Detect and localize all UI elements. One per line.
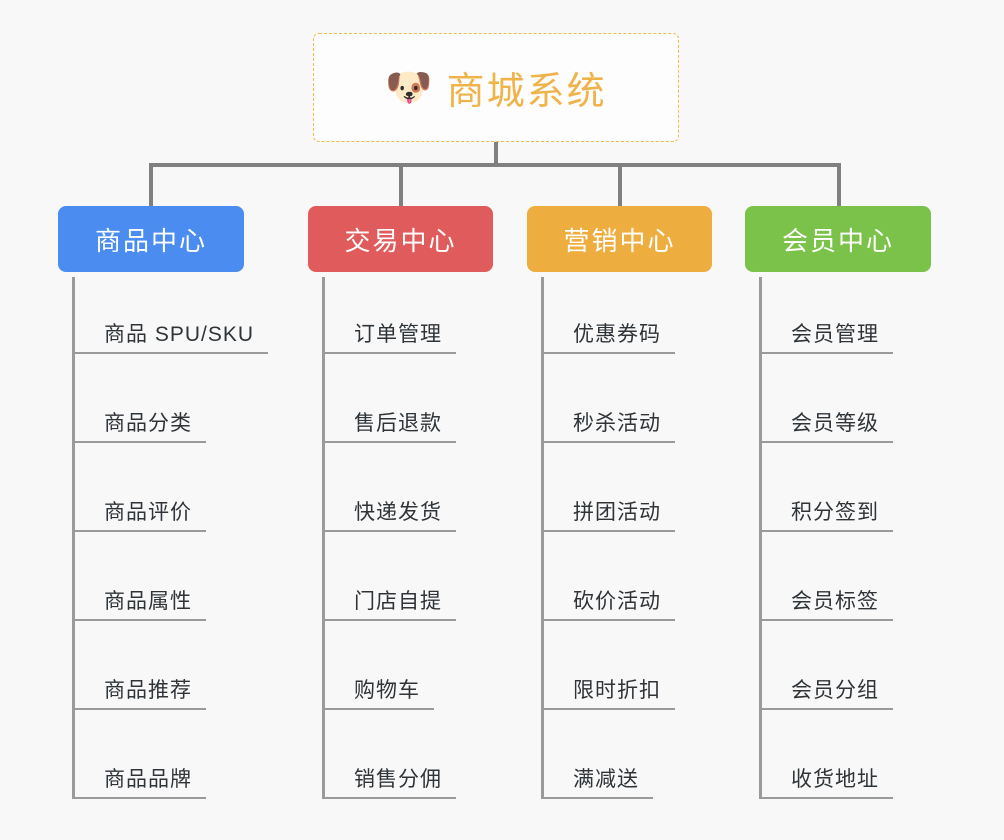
leaf-item-underline — [541, 530, 675, 532]
leaf-item-label: 商品属性 — [104, 590, 192, 613]
leaf-item-underline — [72, 530, 206, 532]
leaf-item-underline — [322, 530, 456, 532]
leaf-item-underline — [541, 797, 653, 799]
connector-drop-3 — [618, 163, 622, 208]
root-title: 商城系统 — [446, 71, 607, 113]
leaf-item-underline — [541, 619, 675, 621]
branch-trunk-2 — [322, 277, 325, 799]
leaf-item-underline — [322, 797, 456, 799]
leaf-item-label: 收货地址 — [791, 768, 879, 791]
connector-root-stem — [494, 142, 498, 166]
leaf-item-label: 限时折扣 — [573, 679, 661, 702]
category-header-3[interactable]: 营销中心 — [527, 206, 712, 272]
leaf-item-underline — [759, 619, 893, 621]
leaf-item-label: 商品推荐 — [104, 679, 192, 702]
leaf-item-label: 门店自提 — [354, 590, 442, 613]
leaf-item-underline — [72, 708, 206, 710]
leaf-item-underline — [72, 797, 206, 799]
leaf-item-label: 砍价活动 — [573, 590, 661, 613]
leaf-item-label: 会员管理 — [791, 323, 879, 346]
connector-drop-1 — [149, 163, 153, 208]
leaf-item-label: 会员分组 — [791, 679, 879, 702]
category-header-label: 营销中心 — [563, 225, 676, 256]
leaf-item-label: 商品分类 — [104, 412, 192, 435]
leaf-item-underline — [541, 441, 675, 443]
category-header-label: 会员中心 — [781, 225, 894, 256]
root-node[interactable]: 🐶 商城系统 — [313, 33, 679, 142]
connector-drop-4 — [837, 163, 841, 208]
leaf-item-label: 购物车 — [354, 679, 420, 702]
category-header-1[interactable]: 商品中心 — [58, 206, 244, 272]
leaf-item-underline — [759, 530, 893, 532]
leaf-item-label: 销售分佣 — [354, 768, 442, 791]
branch-trunk-1 — [72, 277, 75, 799]
connector-horizontal-bus — [150, 163, 840, 167]
category-header-4[interactable]: 会员中心 — [745, 206, 931, 272]
branch-trunk-3 — [541, 277, 544, 799]
leaf-item-label: 快递发货 — [354, 501, 442, 524]
leaf-item-underline — [541, 352, 675, 354]
leaf-item-label: 会员标签 — [791, 590, 879, 613]
leaf-item-underline — [322, 708, 434, 710]
category-header-label: 商品中心 — [94, 225, 207, 256]
leaf-item-underline — [759, 708, 893, 710]
leaf-item-underline — [759, 797, 893, 799]
connector-drop-2 — [399, 163, 403, 208]
leaf-item-underline — [759, 352, 893, 354]
leaf-item-label: 优惠券码 — [573, 323, 661, 346]
leaf-item-label: 商品 SPU/SKU — [104, 323, 255, 346]
leaf-item-label: 售后退款 — [354, 412, 442, 435]
leaf-item-label: 商品评价 — [104, 501, 192, 524]
branch-trunk-4 — [759, 277, 762, 799]
leaf-item-underline — [72, 352, 268, 354]
leaf-item-underline — [322, 352, 456, 354]
leaf-item-label: 会员等级 — [791, 412, 879, 435]
leaf-item-label: 满减送 — [573, 768, 639, 791]
leaf-item-underline — [72, 619, 206, 621]
category-header-2[interactable]: 交易中心 — [308, 206, 493, 272]
leaf-item-underline — [322, 441, 456, 443]
leaf-item-underline — [759, 441, 893, 443]
category-header-label: 交易中心 — [344, 225, 457, 256]
leaf-item-label: 订单管理 — [354, 323, 442, 346]
leaf-item-label: 积分签到 — [791, 501, 879, 524]
leaf-item-underline — [72, 441, 206, 443]
leaf-item-underline — [541, 708, 675, 710]
leaf-item-label: 商品品牌 — [104, 768, 192, 791]
leaf-item-label: 拼团活动 — [573, 501, 661, 524]
leaf-item-underline — [322, 619, 456, 621]
leaf-item-label: 秒杀活动 — [573, 412, 661, 435]
shiba-dog-face-icon: 🐶 — [385, 66, 433, 109]
